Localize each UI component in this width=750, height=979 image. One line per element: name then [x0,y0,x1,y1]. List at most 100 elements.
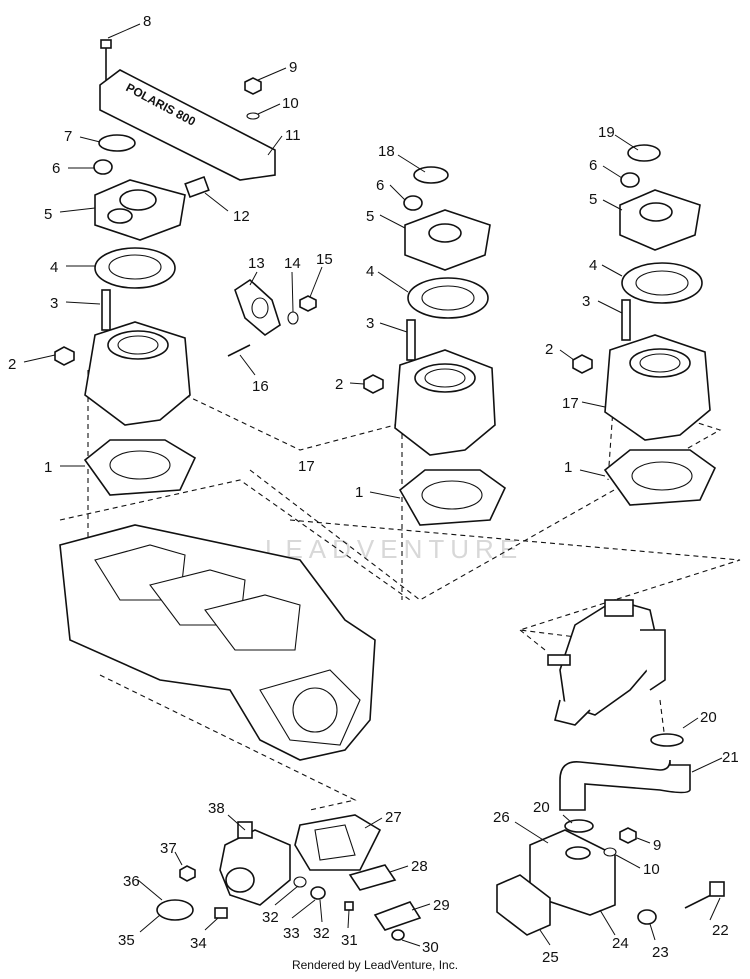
callout-17-mid: 17 [298,458,315,475]
svg-text:3: 3 [582,293,590,310]
svg-text:5: 5 [589,191,597,208]
svg-text:10: 10 [282,95,299,112]
callout-28: 28 [389,858,428,875]
svg-text:4: 4 [366,263,374,280]
callout-13: 13 [248,255,265,286]
svg-text:16: 16 [252,378,269,395]
callout-27: 27 [364,809,402,829]
callout-1-mid: 1 [355,484,401,501]
svg-text:1: 1 [564,459,572,476]
svg-text:18: 18 [378,143,395,160]
svg-text:5: 5 [366,208,374,225]
crankcase [59,524,376,761]
svg-text:14: 14 [284,255,301,272]
svg-text:6: 6 [52,160,60,177]
callout-11: 11 [267,127,301,156]
left-cylinder-stack: POLARIS 800 [54,39,276,496]
middle-cylinder-stack [363,166,507,526]
callout-1-left: 1 [44,459,85,476]
svg-text:32: 32 [262,909,279,926]
svg-text:1: 1 [355,484,363,501]
callout-3-left: 3 [50,295,101,312]
callout-5-right: 5 [589,191,623,211]
callout-22: 22 [709,897,729,939]
callouts: 8 9 10 7 11 6 5 12 4 3 2 13 14 15 16 1 1… [8,13,739,966]
callout-35: 35 [118,914,161,949]
callout-4-left: 4 [50,259,96,276]
svg-text:28: 28 [411,858,428,875]
callout-5-left: 5 [44,206,96,223]
callout-16: 16 [239,354,269,395]
callout-30: 30 [401,939,439,956]
svg-text:22: 22 [712,922,729,939]
callout-10-low: 10 [615,854,660,878]
callout-1-right: 1 [564,459,606,477]
callout-14: 14 [284,255,301,313]
callout-9: 9 [257,59,297,81]
callout-33: 33 [283,899,316,942]
svg-text:36: 36 [123,873,140,890]
svg-text:13: 13 [248,255,265,272]
callout-20-low: 20 [533,799,573,824]
svg-text:7: 7 [64,128,72,145]
svg-text:17: 17 [562,395,579,412]
svg-text:20: 20 [533,799,550,816]
svg-text:3: 3 [366,315,374,332]
callout-15: 15 [309,251,333,298]
svg-text:8: 8 [143,13,151,30]
svg-text:3: 3 [50,295,58,312]
coolant-block [496,827,725,936]
callout-2-mid: 2 [335,376,365,393]
callout-32-a: 32 [262,885,299,926]
callout-34: 34 [190,917,219,952]
svg-text:6: 6 [589,157,597,174]
svg-text:23: 23 [652,944,669,961]
callout-19: 19 [598,124,639,151]
render-credit: Rendered by LeadVenture, Inc. [291,958,459,972]
callout-10: 10 [257,95,299,115]
svg-text:38: 38 [208,800,225,817]
callout-5-mid: 5 [366,208,406,229]
callout-2-right: 2 [545,341,575,361]
callout-6-right: 6 [589,157,623,179]
callout-6-left: 6 [52,160,95,177]
callout-32-b: 32 [313,899,330,942]
svg-text:2: 2 [545,341,553,358]
svg-text:35: 35 [118,932,135,949]
callout-12: 12 [204,192,250,225]
svg-text:34: 34 [190,935,207,952]
svg-text:21: 21 [722,749,739,766]
callout-24: 24 [599,909,629,952]
callout-36: 36 [123,873,163,901]
svg-text:11: 11 [285,127,301,144]
svg-text:1: 1 [44,459,52,476]
callout-18: 18 [378,143,426,173]
svg-text:4: 4 [50,259,58,276]
svg-text:2: 2 [8,356,16,373]
callout-25: 25 [539,929,559,966]
svg-text:15: 15 [316,251,333,268]
svg-text:9: 9 [289,59,297,76]
watermark-text: LEADVENTURE [265,534,523,564]
callout-4-mid: 4 [366,263,409,293]
callout-21: 21 [691,749,739,773]
callout-8: 8 [107,13,151,39]
callout-3-right: 3 [582,293,623,314]
svg-text:30: 30 [422,939,439,956]
callout-4-right: 4 [589,257,623,277]
svg-text:24: 24 [612,935,629,952]
callout-20-top: 20 [682,709,717,729]
svg-text:17: 17 [298,458,315,475]
svg-text:27: 27 [385,809,402,826]
callout-9-low: 9 [636,837,661,854]
svg-text:20: 20 [700,709,717,726]
callout-17-right: 17 [562,395,606,412]
svg-text:37: 37 [160,840,177,857]
exhaust-hardware [227,278,317,357]
svg-text:25: 25 [542,949,559,966]
right-cylinder-stack [572,144,717,506]
svg-text:12: 12 [233,208,250,225]
callout-38: 38 [208,800,246,831]
water-pump-housing [547,599,666,726]
